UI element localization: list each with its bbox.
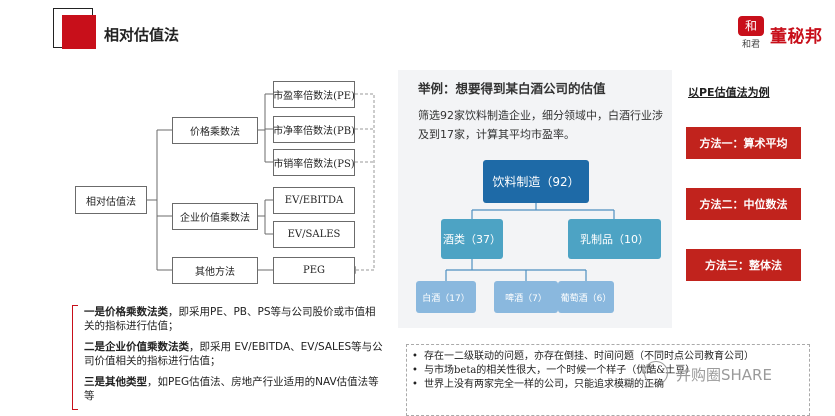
methods-title: 以PE估值法为例 [688,86,770,99]
header-accent-block [62,15,96,49]
explanation-ev-multiple: 二是企业价值乘数法类，即采用 EV/EBITDA、EV/SALES等与公司价值相… [84,340,384,368]
dongmibang-logo: 董秘邦 [770,27,823,47]
explanation-text: ，即采用PE、PB、PS等与公司股价或市值相关的指标进行估值； [84,306,376,332]
issue-item: 存在一二级联动的问题，亦存在倒挂、时间问题（不同时点公司教育公司） [410,350,780,364]
tree-item-ps: 市销率倍数法(PS) [273,149,355,176]
hejun-seal-icon: 和 [738,16,764,36]
issue-item: 世界上没有两家完全一样的公司，只能追求模糊的正确 [410,378,780,392]
page-title: 相对估值法 [104,26,180,44]
tree-item-ev-sales: EV/SALES [273,221,355,248]
example-description: 筛选92家饮料制造企业，细分领域中，白酒行业涉及到17家，计算其平均市盈率。 [418,109,663,141]
explanation-price-multiple: 一是价格乘数法类，即采用PE、PB、PS等与公司股价或市值相关的指标进行估值； [84,305,384,333]
tree-item-pb: 市净率倍数法(PB) [273,116,355,143]
node-wine: 葡萄酒（6） [558,281,614,313]
explanation-text: ，如PEG估值法、房地产行业适用的NAV估值法等等 [84,376,379,402]
node-beer: 啤酒（7） [494,281,558,313]
tree-root-relative-valuation: 相对估值法 [75,186,147,214]
node-dairy: 乳制品（10） [568,219,661,259]
explanation-label: 三是其他类型 [84,376,147,388]
explanation-label: 一是价格乘数法类 [84,306,168,318]
node-alcohol: 酒类（37） [441,219,503,259]
tree-group-other-methods: 其他方法 [172,257,258,284]
issue-item: 与市场beta的相关性很大，一个时候一个样子（优酷&土豆） [410,364,780,378]
tree-item-pe: 市盈率倍数法(PE) [273,81,355,108]
tree-item-peg: PEG [273,257,355,284]
issues-list: 存在一二级联动的问题，亦存在倒挂、时间问题（不同时点公司教育公司） 与市场bet… [410,350,780,392]
hejun-logo: 和 和君 [738,16,764,50]
tree-item-ev-ebitda: EV/EBITDA [273,187,355,214]
wechat-watermark-icon [644,361,668,385]
explanation-label: 二是企业价值乘数法类 [84,341,189,353]
tree-group-enterprise-value-multiple: 企业价值乘数法 [172,203,258,230]
method-median: 方法二：中位数法 [686,188,801,220]
node-beverage-manufacturing: 饮料制造（92） [483,160,589,203]
method-arithmetic-mean: 方法一：算术平均 [686,127,801,159]
watermark-brand: 并购圈SHARE [676,366,772,384]
hejun-logo-text: 和君 [741,40,760,50]
method-aggregate: 方法三：整体法 [686,249,801,281]
explanation-text: ，即采用 EV/EBITDA、EV/SALES等与公司价值相关的指标进行估值； [84,341,383,367]
node-baijiu: 白酒（17） [416,281,476,313]
tree-group-price-multiple: 价格乘数法 [172,117,258,144]
example-title: 举例：想要得到某白酒公司的估值 [418,81,606,96]
explanation-other: 三是其他类型，如PEG估值法、房地产行业适用的NAV估值法等等 [84,375,384,403]
